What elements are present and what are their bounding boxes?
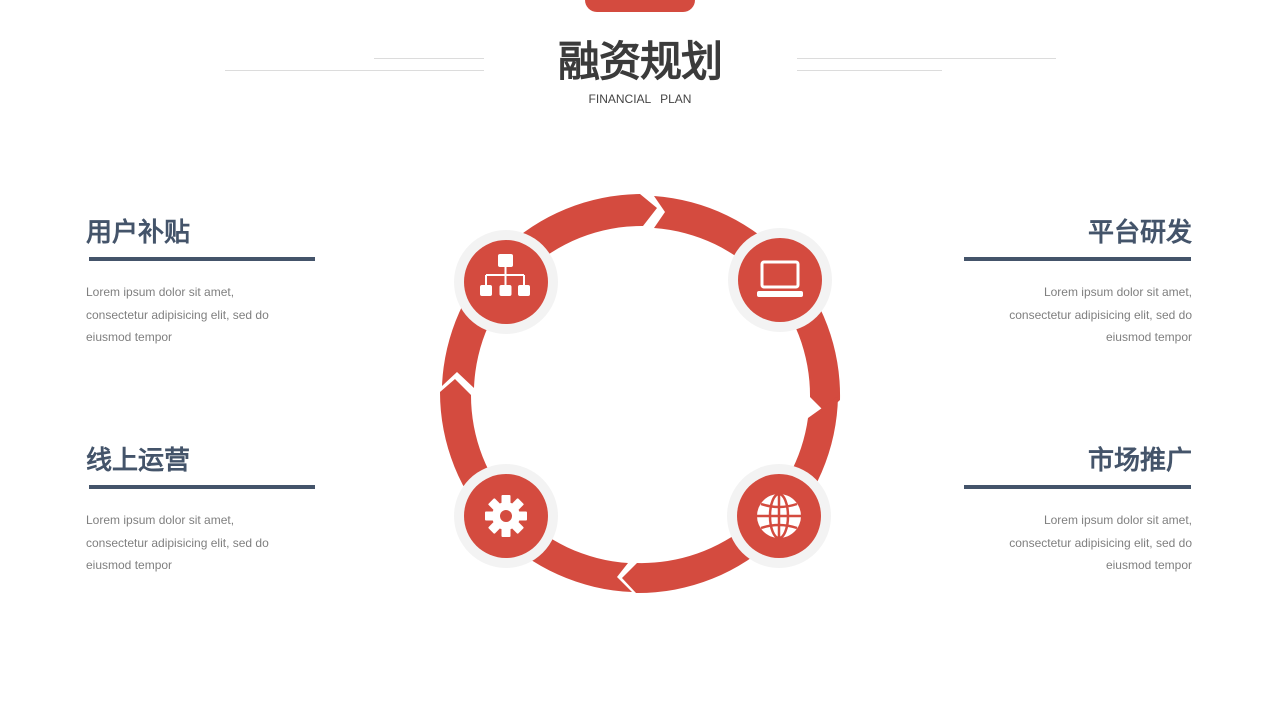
gear-icon (485, 495, 527, 537)
block-body: Lorem ipsum dolor sit amet, consectetur … (86, 509, 316, 577)
block-body-line: Lorem ipsum dolor sit amet, (86, 513, 235, 527)
block-underline (964, 257, 1191, 261)
block-body-line: Lorem ipsum dolor sit amet, (86, 285, 235, 299)
title-rule-left-long (225, 70, 484, 71)
page-subtitle: FINANCIAL PLAN (588, 92, 692, 106)
block-body-line: eiusmod tempor (1105, 558, 1192, 572)
block-body: Lorem ipsum dolor sit amet, consectetur … (86, 281, 316, 349)
block-platform-rnd: 平台研发 Lorem ipsum dolor sit amet, consect… (964, 217, 1192, 349)
globe-icon (757, 492, 801, 540)
block-body-line: eiusmod tempor (86, 330, 173, 344)
title-rule-left-short (374, 58, 484, 59)
block-heading: 用户补贴 (86, 218, 191, 248)
title-rule-right-long (797, 58, 1056, 59)
block-body-line: consectetur adipisicing elit, sed do (86, 535, 269, 550)
block-heading: 线上运营 (86, 446, 191, 476)
block-body: Lorem ipsum dolor sit amet, consectetur … (964, 509, 1192, 577)
block-underline (89, 485, 315, 489)
block-body-line: Lorem ipsum dolor sit amet, (1043, 285, 1192, 299)
block-body-line: eiusmod tempor (86, 558, 173, 572)
top-tab-decoration (585, 0, 695, 12)
block-market-promotion: 市场推广 Lorem ipsum dolor sit amet, consect… (964, 445, 1192, 577)
block-body-line: consectetur adipisicing elit, sed do (1009, 535, 1192, 550)
block-body-line: consectetur adipisicing elit, sed do (1009, 307, 1192, 322)
block-underline (964, 485, 1191, 489)
node-circle (738, 238, 822, 322)
page-title: 融资规划 (557, 37, 723, 86)
cycle-diagram (439, 194, 841, 594)
block-online-operation: 线上运营 Lorem ipsum dolor sit amet, consect… (86, 445, 316, 577)
block-underline (89, 257, 315, 261)
title-rule-right-short (797, 70, 942, 71)
block-body-line: eiusmod tempor (1105, 330, 1192, 344)
block-heading: 市场推广 (1087, 446, 1192, 476)
block-body: Lorem ipsum dolor sit amet, consectetur … (964, 281, 1192, 349)
block-body-line: Lorem ipsum dolor sit amet, (1043, 513, 1192, 527)
org-chart-icon (480, 254, 530, 296)
block-body-line: consectetur adipisicing elit, sed do (86, 307, 269, 322)
cycle-node-bottom-left (454, 464, 558, 568)
block-heading: 平台研发 (1087, 218, 1192, 248)
cycle-node-top-left (454, 230, 558, 334)
cycle-node-top-right (728, 228, 832, 332)
block-user-subsidy: 用户补贴 Lorem ipsum dolor sit amet, consect… (86, 217, 316, 349)
laptop-icon (757, 260, 803, 297)
cycle-node-bottom-right (727, 464, 831, 568)
